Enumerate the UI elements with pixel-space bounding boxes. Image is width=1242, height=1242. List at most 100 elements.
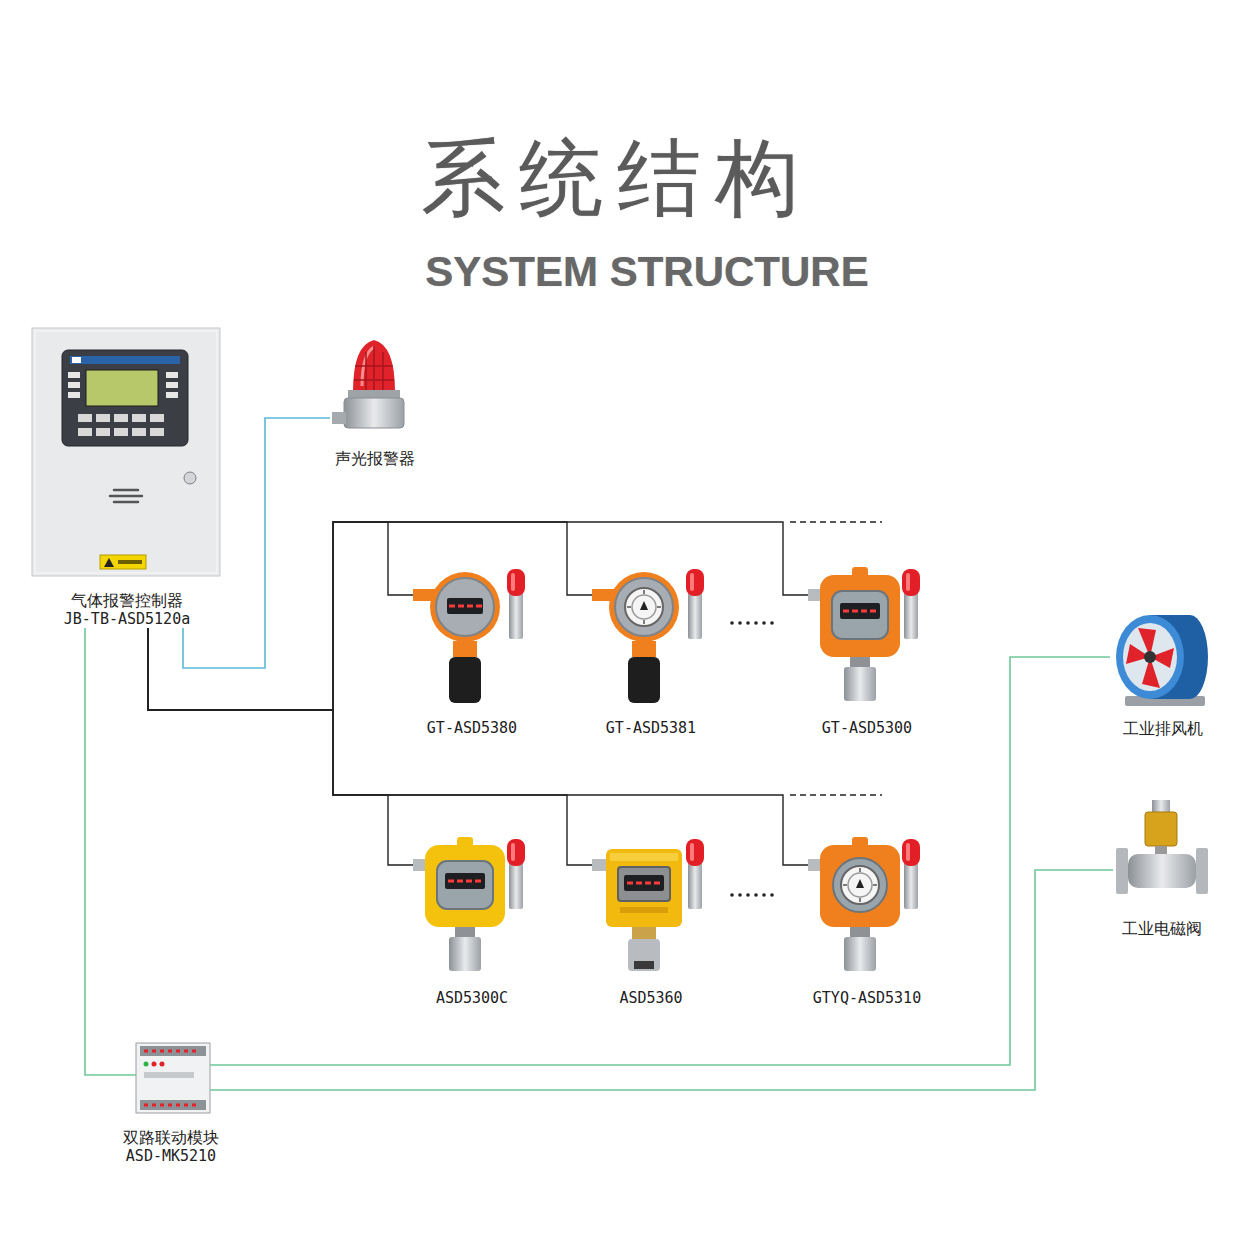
model-number: GT-ASD5300 xyxy=(822,719,912,737)
detector-node: ASD5360 xyxy=(592,835,710,1007)
ellipsis-dots xyxy=(730,893,734,897)
device-name: 工业排风机 xyxy=(1123,720,1203,738)
signal-wire xyxy=(148,628,413,865)
gas-detector xyxy=(902,839,920,909)
gas-detector xyxy=(686,569,704,639)
gas-detector xyxy=(430,572,500,642)
controller-cabinet xyxy=(110,490,142,502)
controller-cabinet xyxy=(32,328,220,576)
relay-module xyxy=(140,1100,206,1110)
controller-cabinet xyxy=(96,428,110,436)
controller-cabinet xyxy=(166,392,178,398)
exhaust-fan xyxy=(1144,651,1156,663)
relay-module xyxy=(144,1051,196,1105)
gas-detector xyxy=(686,839,704,909)
model-number: GT-ASD5381 xyxy=(606,719,696,737)
controller-cabinet xyxy=(114,428,128,436)
gas-detector xyxy=(449,937,481,971)
gas-detector xyxy=(437,861,493,909)
gas-detector xyxy=(448,881,481,882)
gas-detector xyxy=(413,837,525,971)
gas-detector xyxy=(620,907,668,913)
wire-stub xyxy=(112,1065,230,1090)
connector-group xyxy=(85,418,1113,1090)
solenoid-valve xyxy=(1116,848,1128,894)
gas-detector xyxy=(455,927,475,937)
detector-node: GT-ASD5381 xyxy=(592,565,710,737)
ellipsis-dots xyxy=(754,621,758,625)
ellipsis-dots xyxy=(738,893,742,897)
controller-cabinet xyxy=(68,382,80,388)
gas-detector xyxy=(841,866,879,904)
solenoid-valve xyxy=(1128,854,1196,888)
controller-cabinet xyxy=(68,392,80,398)
exhaust-fan xyxy=(1116,615,1184,699)
solenoid-valve xyxy=(1145,812,1177,846)
controller-cabinet xyxy=(114,414,128,422)
controller-cabinet xyxy=(68,372,80,378)
ellipsis-dots xyxy=(762,621,766,625)
relay-module xyxy=(152,1062,157,1067)
gas-detector xyxy=(610,853,678,861)
ellipsis-dots xyxy=(730,621,734,625)
device-name: 声光报警器 xyxy=(335,450,415,468)
relay-module xyxy=(140,1046,206,1056)
signal-wire xyxy=(183,418,330,668)
solenoid-valve xyxy=(1196,848,1208,894)
signal-wire xyxy=(230,870,1113,1090)
gas-detector xyxy=(436,578,494,636)
model-number: GT-ASD5380 xyxy=(427,719,517,737)
gas-detector xyxy=(843,611,876,612)
ellipsis-dots xyxy=(762,893,766,897)
gas-detector xyxy=(832,591,888,639)
signal-wire xyxy=(148,522,592,710)
gas-detector xyxy=(592,839,704,971)
controller-cabinet xyxy=(184,472,196,484)
gas-detector xyxy=(627,883,660,884)
gas-detector xyxy=(840,603,880,619)
controller-cabinet xyxy=(35,331,217,573)
controller-node: 气体报警控制器JB-TB-ASD5120a xyxy=(32,328,222,628)
signal-wire xyxy=(148,522,808,710)
valve-node: 工业电磁阀 xyxy=(1113,790,1211,938)
fan-node: 工业排风机 xyxy=(1110,612,1215,738)
gas-detector xyxy=(449,657,481,703)
ellipsis-dots xyxy=(730,621,774,897)
relay-module xyxy=(136,1043,210,1113)
ellipsis-dots xyxy=(738,621,742,625)
gas-detector xyxy=(507,569,525,639)
ellipsis-dots xyxy=(746,621,750,625)
diagram-subtitle: SYSTEM STRUCTURE xyxy=(347,246,947,298)
gas-detector xyxy=(628,939,660,971)
strobe-alarm xyxy=(344,398,404,428)
ellipsis-dots xyxy=(746,893,750,897)
controller-cabinet xyxy=(166,372,178,378)
gas-detector xyxy=(447,598,483,614)
bus-extension xyxy=(790,522,882,795)
gas-detector xyxy=(808,567,920,701)
controller-cabinet xyxy=(78,428,92,436)
detector-node: ASD5300C xyxy=(413,835,531,1007)
model-number: ASD5360 xyxy=(619,989,682,1007)
gas-detector xyxy=(413,569,525,703)
controller-cabinet xyxy=(32,328,220,576)
gas-detector xyxy=(820,575,900,657)
exhaust-fan xyxy=(1116,615,1208,706)
gas-detector xyxy=(615,578,673,636)
exhaust-fan xyxy=(1123,623,1177,691)
gas-detector xyxy=(507,839,525,909)
diagram-title: 系统结构 xyxy=(310,128,910,228)
gas-detector xyxy=(592,569,704,703)
gas-detector xyxy=(609,572,679,642)
controller-cabinet xyxy=(150,414,164,422)
controller-cabinet xyxy=(100,555,146,569)
signal-wire xyxy=(148,628,592,865)
model-number: JB-TB-ASD5120a xyxy=(64,610,190,628)
gas-detector xyxy=(850,927,870,937)
gas-detector xyxy=(844,937,876,971)
detector-node: GTYQ-ASD5310 xyxy=(808,835,926,1007)
strobe-alarm xyxy=(353,340,395,392)
model-number: GTYQ-ASD5310 xyxy=(813,989,921,1007)
controller-cabinet xyxy=(78,414,92,422)
